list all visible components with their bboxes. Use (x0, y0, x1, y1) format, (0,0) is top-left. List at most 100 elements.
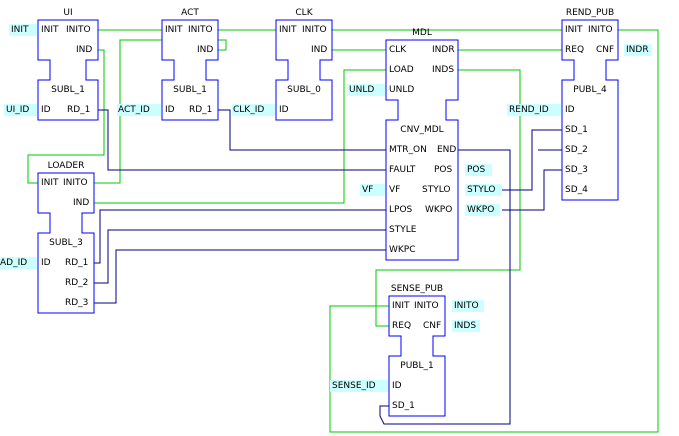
loader-block-shape[interactable] (37, 172, 95, 314)
sense-pub-title: SENSE_PUB (390, 284, 444, 294)
rend-pub-sd1-port[interactable]: SD_1 (565, 125, 588, 135)
rend-pub-init-port[interactable]: INIT (565, 25, 583, 35)
data-wire-mdl-wkpo-rend-sd3[interactable] (502, 169, 562, 211)
data-wire-loader-rd3-mdl-wkpc[interactable] (94, 249, 386, 304)
clk-init-port[interactable]: INIT (279, 25, 297, 35)
rend-pub-sd3-port[interactable]: SD_3 (565, 165, 588, 175)
output-indr[interactable]: INDR (626, 45, 649, 55)
clk-block-shape[interactable] (275, 19, 333, 121)
event-wire-loader-ind-mdl-load[interactable] (94, 69, 386, 204)
mdl-clk-port[interactable]: CLK (389, 45, 407, 55)
rend-pub-inito-port[interactable]: INITO (588, 25, 613, 35)
data-wire-loader-rd2-mdl-style[interactable] (94, 229, 386, 284)
rend-pub-type-label: PUBL_4 (573, 85, 607, 95)
act-id-port[interactable]: ID (165, 105, 175, 115)
clk-type-label: SUBL_0 (287, 85, 321, 95)
loader-title: LOADER (47, 161, 85, 171)
output-wkpo[interactable]: WKPO (467, 205, 495, 215)
param-unld[interactable]: UNLD (349, 85, 375, 95)
ui-inito-port[interactable]: INITO (66, 25, 91, 35)
act-inito-port[interactable]: INITO (188, 25, 213, 35)
param-init[interactable]: INIT (11, 25, 29, 35)
mdl-pos-port[interactable]: POS (434, 165, 453, 175)
mdl-vf-port[interactable]: VF (389, 185, 401, 195)
mdl-wkpo-port[interactable]: WKPO (425, 205, 453, 215)
output-inito[interactable]: INITO (454, 301, 479, 311)
act-rd1-port[interactable]: RD_1 (189, 105, 213, 115)
param-rend-id[interactable]: REND_ID (509, 105, 549, 115)
param-sense-id[interactable]: SENSE_ID (332, 381, 376, 391)
event-wire-ui-ind-loader-init[interactable] (27, 49, 105, 184)
mdl-indr-port[interactable]: INDR (432, 45, 455, 55)
mdl-type-label: CNV_MDL (400, 125, 444, 135)
ui-rd1-port[interactable]: RD_1 (67, 105, 91, 115)
data-wire-loader-rd1-mdl-lpos[interactable] (94, 209, 386, 264)
rend-pub-id-port[interactable]: ID (565, 105, 575, 115)
data-wire-mdl-end-sense-sd1[interactable] (379, 149, 511, 425)
act-block-shape[interactable] (161, 19, 219, 121)
mdl-fault-port[interactable]: FAULT (389, 165, 416, 175)
sense-pub-req-port[interactable]: REQ (392, 321, 412, 331)
ui-ind-port[interactable]: IND (76, 45, 93, 55)
clk-title: CLK (295, 8, 313, 18)
param-vf[interactable]: VF (362, 185, 374, 195)
rend-pub-cnf-port[interactable]: CNF (596, 45, 615, 55)
act-init-port[interactable]: INIT (165, 25, 183, 35)
data-connections (94, 109, 562, 425)
data-wire-mdl-stylo-rend-sd1[interactable] (502, 129, 562, 191)
rend-pub-req-port[interactable]: REQ (565, 45, 585, 55)
ui-id-port[interactable]: ID (41, 105, 51, 115)
mdl-unld-port[interactable]: UNLD (389, 85, 415, 95)
mdl-style-port[interactable]: STYLE (389, 225, 417, 235)
event-wire-mdl-inds-sense-init[interactable] (375, 69, 521, 327)
sense-pub-block-shape[interactable] (388, 295, 446, 417)
sense-pub-cnf-port[interactable]: CNF (423, 321, 442, 331)
output-pos[interactable]: POS (467, 165, 486, 175)
loader-rd2-port[interactable]: RD_2 (65, 278, 89, 288)
sense-pub-init-port[interactable]: INIT (392, 301, 410, 311)
rend-pub-title: REND_PUB (565, 8, 615, 18)
clk-id-port[interactable]: ID (279, 105, 289, 115)
sense-pub-inito-port[interactable]: INITO (414, 301, 439, 311)
param-load-id[interactable]: AD_ID (0, 258, 28, 268)
mdl-lpos-port[interactable]: LPOS (389, 205, 413, 215)
loader-rd1-port[interactable]: RD_1 (65, 258, 89, 268)
clk-ind-port[interactable]: IND (311, 45, 328, 55)
data-wire-act-rd1-mdl-mtr-on[interactable] (218, 109, 386, 151)
act-title: ACT (181, 8, 199, 18)
mdl-stylo-port[interactable]: STYLO (422, 185, 451, 195)
param-ui-id[interactable]: UI_ID (6, 105, 30, 115)
clk-inito-port[interactable]: INITO (302, 25, 327, 35)
sense-pub-sd1-port[interactable]: SD_1 (392, 401, 415, 411)
param-act-id[interactable]: ACT_ID (118, 105, 150, 115)
mdl-title: MDL (412, 28, 432, 38)
output-inds[interactable]: INDS (454, 321, 477, 331)
mdl-wkpc-port[interactable]: WKPC (389, 245, 416, 255)
ui-init-port[interactable]: INIT (41, 25, 59, 35)
mdl-load-port[interactable]: LOAD (389, 65, 414, 75)
sense-pub-type-label: PUBL_1 (400, 361, 434, 371)
ui-block-shape[interactable] (37, 19, 99, 121)
act-ind-port[interactable]: IND (197, 45, 214, 55)
loader-init-port[interactable]: INIT (41, 178, 59, 188)
rend-pub-sd4-port[interactable]: SD_4 (565, 185, 588, 195)
loader-id-port[interactable]: ID (41, 258, 51, 268)
rend-pub-sd2-port[interactable]: SD_2 (565, 145, 588, 155)
event-wire-rend-inito-sense-req[interactable] (329, 29, 659, 433)
mdl-block-shape[interactable] (385, 39, 459, 261)
loader-inito-port[interactable]: INITO (63, 178, 88, 188)
loader-ind-port[interactable]: IND (73, 198, 90, 208)
mdl-end-port[interactable]: END (437, 145, 457, 155)
loader-rd3-port[interactable]: RD_3 (65, 298, 89, 308)
mdl-inds-port[interactable]: INDS (432, 65, 455, 75)
event-connections (27, 29, 659, 433)
mdl-mtr-on-port[interactable]: MTR_ON (389, 145, 427, 155)
act-type-label: SUBL_1 (173, 85, 207, 95)
param-clk-id[interactable]: CLK_ID (233, 105, 265, 115)
data-wire-ui-rd1-mdl-fault[interactable] (98, 109, 386, 171)
output-stylo[interactable]: STYLO (467, 185, 496, 195)
rend-pub-block-shape[interactable] (561, 19, 619, 201)
sense-pub-id-port[interactable]: ID (392, 381, 402, 391)
ui-type-label: SUBL_1 (51, 85, 85, 95)
